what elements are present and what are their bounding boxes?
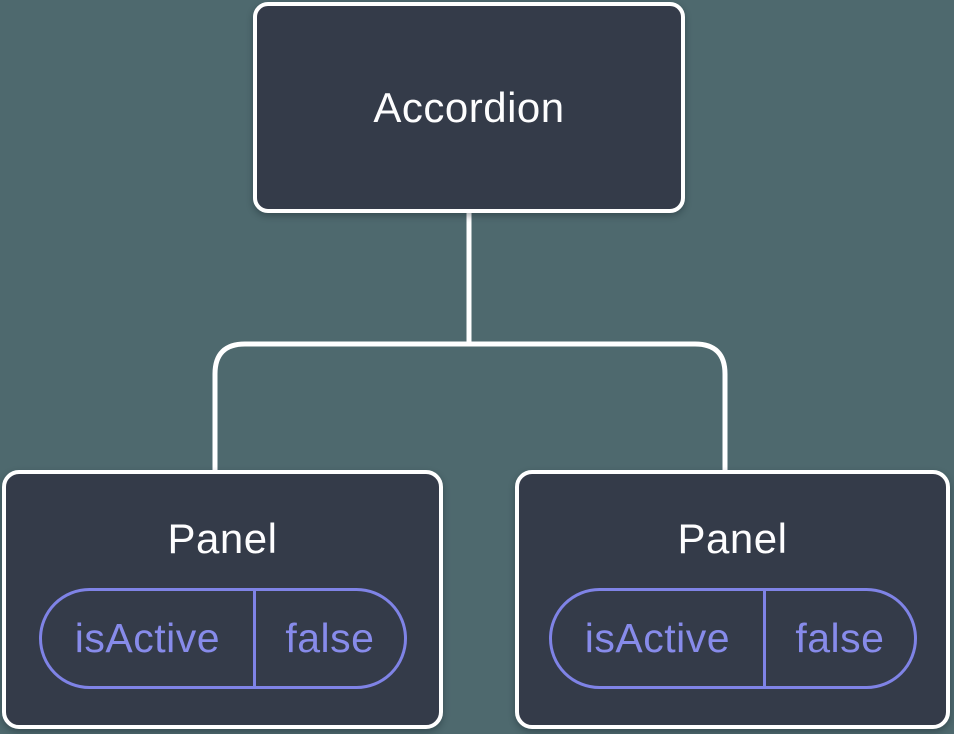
- tree-node-panel-1: Panel isActive false: [2, 470, 443, 729]
- panel-2-state-key: isActive: [584, 615, 731, 662]
- panel-2-state-value: false: [763, 591, 913, 687]
- panel-1-state-value: false: [253, 591, 403, 687]
- connector-left-elbow: [212, 341, 472, 475]
- panel-2-label: Panel: [677, 515, 788, 562]
- panel-1-state-pill: isActive false: [38, 588, 407, 690]
- tree-node-accordion: Accordion: [253, 2, 685, 213]
- connector-right-elbow: [466, 341, 728, 475]
- panel-2-state-pill: isActive false: [548, 588, 917, 690]
- accordion-node-label: Accordion: [373, 83, 565, 131]
- panel-1-state-key: isActive: [74, 615, 221, 662]
- panel-1-label: Panel: [167, 515, 278, 562]
- tree-node-panel-2: Panel isActive false: [515, 470, 950, 729]
